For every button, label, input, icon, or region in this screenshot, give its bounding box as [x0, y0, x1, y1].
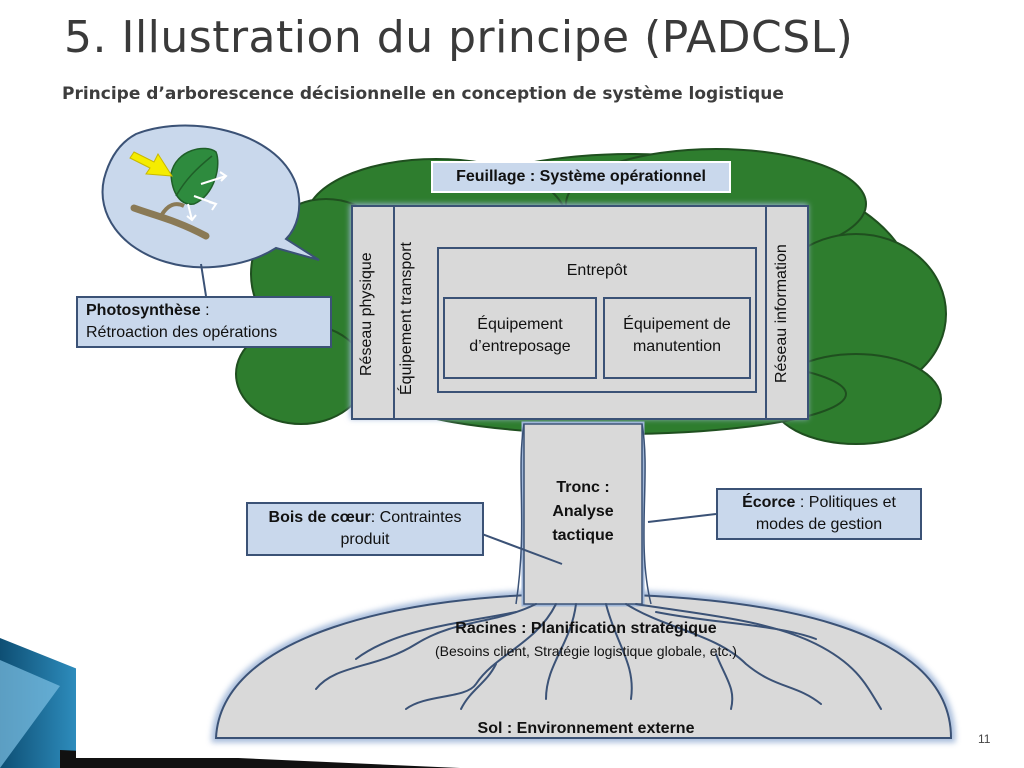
heartwood-callout: Bois de cœur: Contraintes produit: [246, 502, 484, 556]
feedback-arrows-icon: [186, 171, 228, 222]
roots-detail: (Besoins client, Stratégie logistique gl…: [435, 643, 737, 659]
foliage-label-box: [431, 161, 731, 193]
photosynthesis-description: Rétroaction des opérations: [86, 324, 278, 341]
storage-equipment-label: Équipement d’entreposage: [469, 316, 571, 355]
heartwood-term: Bois de cœur: [268, 509, 371, 526]
bark-term: Écorce: [742, 494, 796, 511]
bark-callout: Écorce : Politiques et modes de gestion: [716, 488, 922, 540]
slide-title: 5. Illustration du principe (PADCSL): [64, 12, 854, 63]
foliage-label: Feuillage : Système opérationnel: [456, 168, 706, 185]
page-number: 11: [978, 732, 991, 746]
roots-label: Racines : Planification stratégique: [455, 620, 717, 637]
bark-description: : Politiques et modes de gestion: [755, 494, 896, 533]
soil-label: Sol : Environnement externe: [477, 720, 695, 737]
photosynthesis-callout: Photosynthèse : Rétroaction des opératio…: [76, 296, 332, 348]
handling-equipment-box: [603, 297, 751, 379]
warehouse-label: Entrepôt: [566, 262, 628, 279]
information-network-bar: [765, 205, 809, 420]
leaf-icon: [170, 147, 219, 205]
branch-icon: [130, 202, 210, 240]
physical-network-label: Réseau physique: [358, 252, 375, 376]
sunlight-arrow-icon: [129, 151, 173, 177]
photosynthesis-colon: :: [200, 302, 210, 319]
tree-diagram: Feuillage : Système opérationnel Réseau …: [76, 124, 966, 758]
storage-equipment-box: [443, 297, 597, 379]
physical-network-bar: [351, 205, 395, 420]
tree-roots: [315, 603, 882, 710]
information-network-label: Réseau information: [773, 244, 790, 384]
trunk-label: Tronc : Analyse tactique: [552, 479, 614, 544]
photosynthesis-connector: [200, 263, 207, 297]
leaf-bubble: [101, 124, 320, 269]
transport-equipment-label: Équipement transport: [398, 242, 415, 396]
bark-connector: [647, 513, 717, 523]
slide-subtitle: Principe d’arborescence décisionnelle en…: [62, 84, 784, 104]
photosynthesis-term: Photosynthèse: [86, 302, 201, 319]
handling-equipment-label: Équipement de manutention: [623, 316, 731, 355]
heartwood-description: : Contraintes produit: [340, 509, 462, 548]
corner-decoration: [0, 638, 460, 768]
